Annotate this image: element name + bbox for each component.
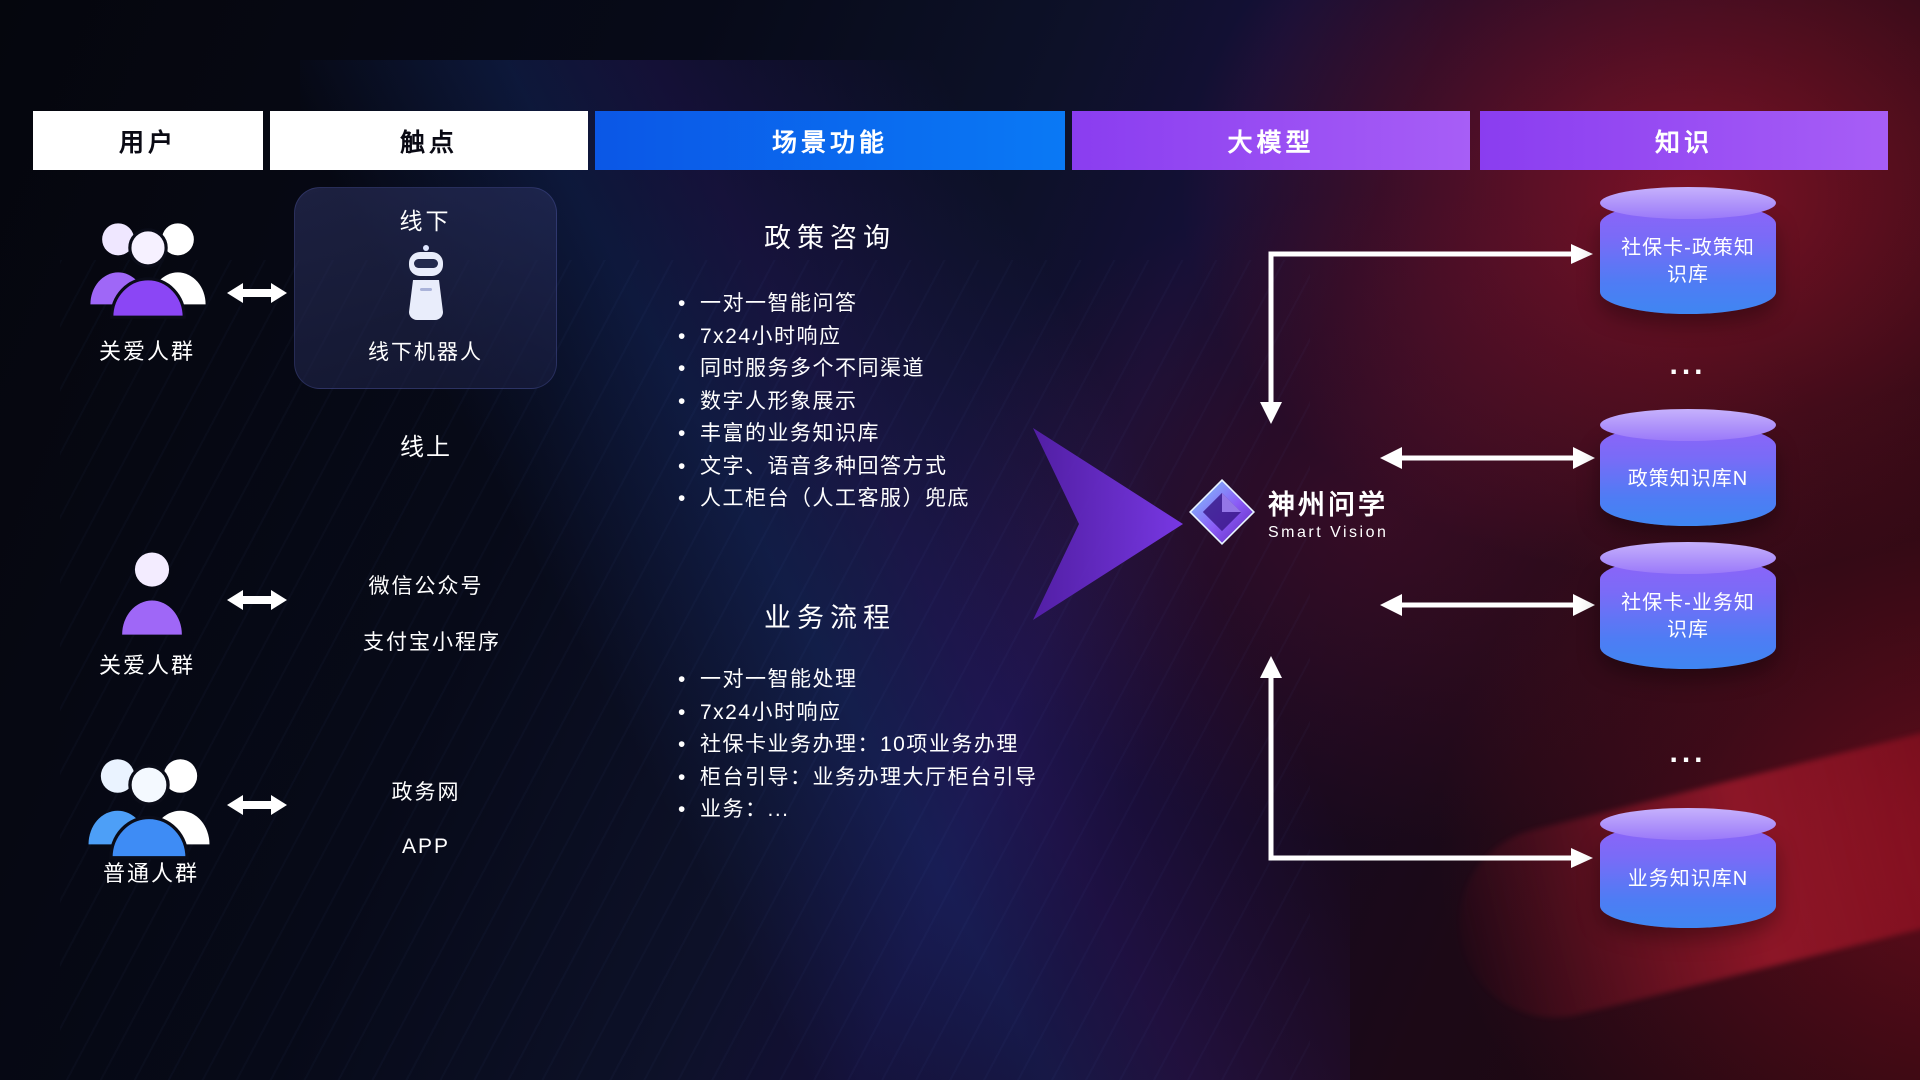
smart-vision-logo-icon: [1188, 478, 1256, 546]
list-item: 人工柜台（人工客服）兜底: [676, 483, 970, 516]
knowledge-ellipsis-2: ...: [1669, 736, 1707, 769]
list-item: 柜台引导：业务办理大厅柜台引导: [676, 762, 1038, 795]
flow-arrow-icon: [1033, 428, 1183, 620]
user-single-purple-icon: [122, 552, 182, 635]
double-arrow-icon: [227, 283, 287, 303]
touchpoint-gov-web: 政务网: [391, 781, 461, 804]
touchpoint-app: APP: [401, 835, 451, 858]
policy-feature-list: 一对一智能问答 7x24小时响应 同时服务多个不同渠道 数字人形象展示 丰富的业…: [676, 288, 970, 516]
list-item: 一对一智能处理: [676, 664, 1038, 697]
touchpoint-wechat: 微信公众号: [368, 575, 484, 598]
column-header-knowledge: 知识: [1480, 111, 1888, 170]
touchpoint-alipay: 支付宝小程序: [363, 631, 501, 654]
list-item: 丰富的业务知识库: [676, 418, 970, 451]
model-logo-block: 神州问学 Smart Vision: [1188, 478, 1388, 546]
business-section-title: 业务流程: [764, 603, 896, 633]
list-item: 一对一智能问答: [676, 288, 970, 321]
column-header-model: 大模型: [1072, 111, 1470, 170]
user-group1-label: 关爱人群: [98, 339, 195, 364]
connector-double-arrow-1: [1380, 447, 1595, 469]
knowledge-db-social-business: 社保卡-业务知识库: [1600, 542, 1776, 669]
user-single-label: 关爱人群: [98, 653, 195, 678]
connector-bottom-l-arrow: [1260, 656, 1593, 868]
knowledge-ellipsis-1: ...: [1669, 348, 1707, 381]
connector-top-l-arrow: [1260, 244, 1593, 424]
list-item: 数字人形象展示: [676, 386, 970, 419]
model-subtitle: Smart Vision: [1268, 523, 1389, 541]
user-group-blue-icon: [88, 759, 210, 860]
model-name: 神州问学: [1268, 489, 1388, 520]
list-item: 社保卡业务办理：10项业务办理: [676, 729, 1038, 762]
knowledge-db-social-policy: 社保卡-政策知识库: [1600, 187, 1776, 314]
offline-title: 线下: [399, 208, 452, 234]
column-header-touchpoints: 触点: [270, 111, 588, 170]
knowledge-db-label: 社保卡-政策知识库: [1621, 237, 1755, 286]
column-header-functions: 场景功能: [595, 111, 1065, 170]
knowledge-db-label: 政策知识库N: [1627, 467, 1749, 490]
double-arrow-icon: [227, 590, 287, 610]
offline-robot-label: 线下机器人: [368, 341, 483, 364]
policy-section-title: 政策咨询: [764, 223, 896, 253]
list-item: 同时服务多个不同渠道: [676, 353, 970, 386]
list-item: 7x24小时响应: [676, 697, 1038, 730]
knowledge-db-policy-n: 政策知识库N: [1600, 409, 1776, 526]
knowledge-db-business-n: 业务知识库N: [1600, 808, 1776, 928]
user-group-purple-icon: [90, 223, 206, 319]
connector-double-arrow-2: [1380, 594, 1595, 616]
user-group2-label: 普通人群: [102, 861, 199, 886]
list-item: 业务：...: [676, 794, 1038, 827]
robot-icon: [408, 245, 443, 320]
offline-touchpoint-card: 线下 线下机器人: [294, 187, 557, 389]
column-header-users: 用户: [33, 111, 263, 170]
list-item: 文字、语音多种回答方式: [676, 451, 970, 484]
knowledge-db-label: 业务知识库N: [1627, 868, 1749, 890]
business-feature-list: 一对一智能处理 7x24小时响应 社保卡业务办理：10项业务办理 柜台引导：业务…: [676, 664, 1038, 827]
knowledge-db-label: 社保卡-业务知识库: [1621, 592, 1755, 641]
double-arrow-icon: [227, 795, 287, 815]
list-item: 7x24小时响应: [676, 321, 970, 354]
online-title: 线上: [400, 434, 452, 461]
